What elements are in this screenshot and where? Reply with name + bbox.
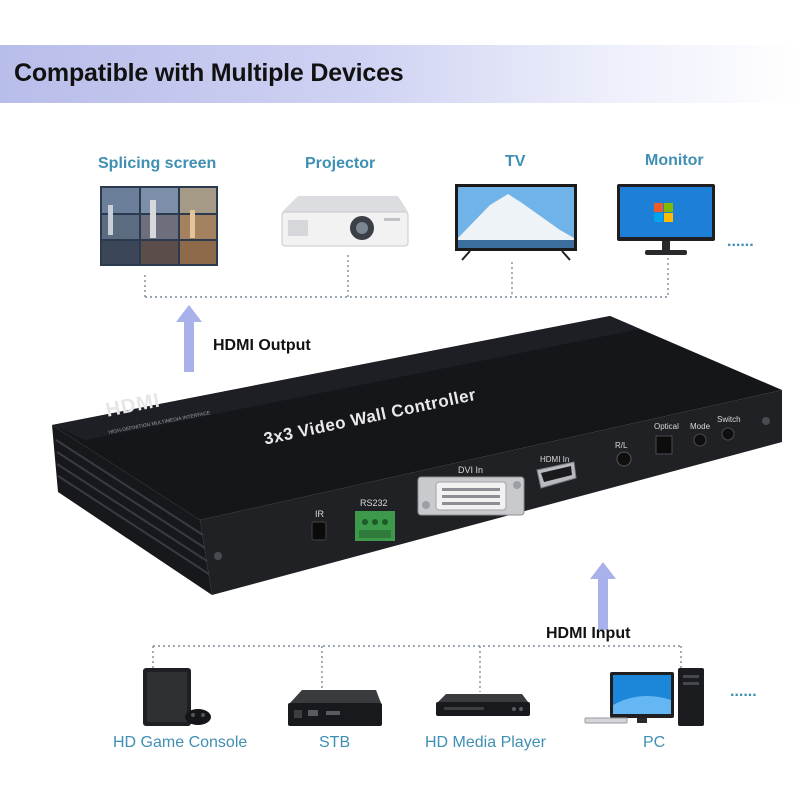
output-connector-lines <box>144 255 669 298</box>
port-label-rs232: RS232 <box>360 498 388 508</box>
projector-icon <box>281 196 409 247</box>
output-more-ellipsis: ...... <box>727 233 754 250</box>
header-banner: Compatible with Multiple Devices <box>0 45 800 103</box>
port-label-hdmi: HDMI In <box>540 455 570 464</box>
port-label-dvi: DVI In <box>458 465 484 475</box>
output-label-projector: Projector <box>305 155 376 172</box>
port-label-mode: Mode <box>690 422 711 431</box>
input-label-game-console: HD Game Console <box>113 734 248 751</box>
output-arrow-icon <box>176 305 202 372</box>
input-label-pc: PC <box>643 734 666 751</box>
set-top-box-icon <box>288 690 382 726</box>
hdmi-output-label: HDMI Output <box>213 337 311 354</box>
port-label-ir: IR <box>315 509 324 519</box>
port-label-rl: R/L <box>615 441 628 450</box>
input-more-ellipsis: ...... <box>730 683 757 700</box>
input-connector-lines <box>152 645 682 692</box>
tv-icon <box>455 184 577 261</box>
hdmi-input-label: HDMI Input <box>546 625 631 642</box>
port-label-switch: Switch <box>717 415 741 424</box>
port-label-optical: Optical <box>654 422 679 431</box>
video-wall-controller-device <box>52 316 782 595</box>
output-label-splicing-screen: Splicing screen <box>98 155 217 172</box>
input-label-media-player: HD Media Player <box>425 734 546 751</box>
output-label-monitor: Monitor <box>645 152 704 169</box>
page-title: Compatible with Multiple Devices <box>14 59 404 87</box>
input-label-stb: STB <box>319 734 351 751</box>
media-player-icon <box>436 694 530 716</box>
input-arrow-icon <box>590 562 616 630</box>
pc-icon <box>584 668 704 726</box>
monitor-icon <box>617 184 715 255</box>
splicing-screen-icon <box>100 186 218 266</box>
game-console-icon <box>143 668 211 726</box>
output-label-tv: TV <box>505 153 526 170</box>
